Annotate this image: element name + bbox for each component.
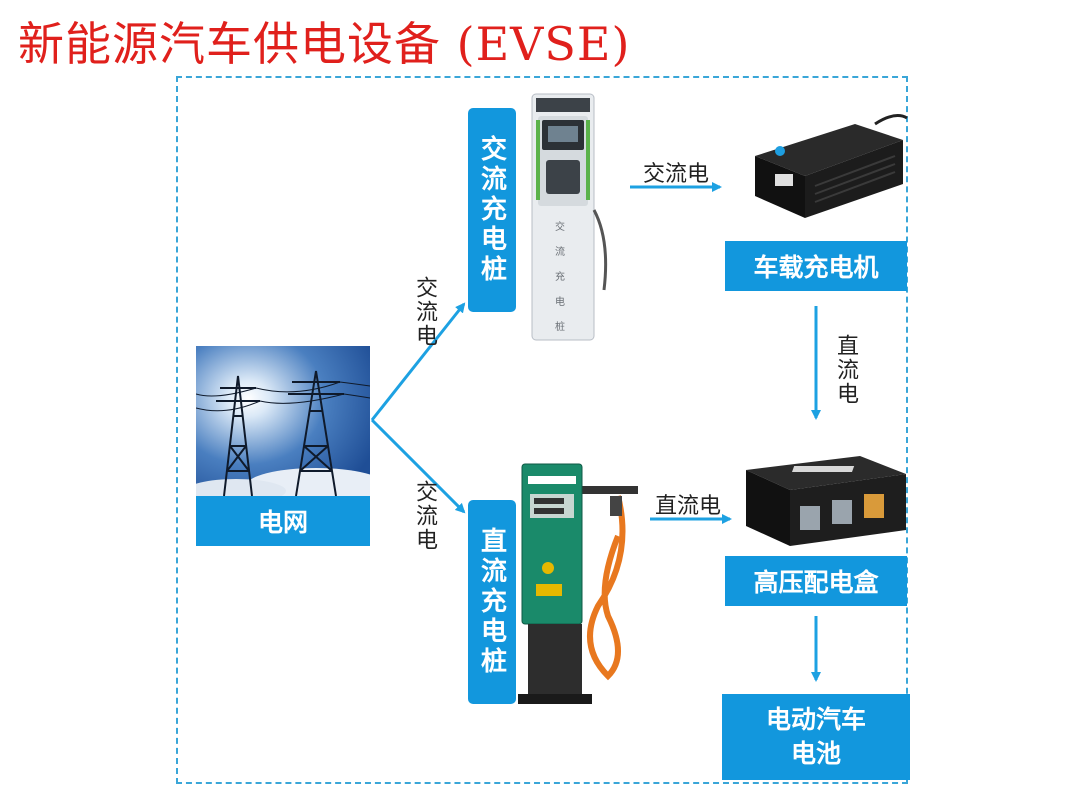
arrow-grid-to-dc (370, 418, 466, 514)
grid-label: 电网 (257, 508, 308, 537)
edge-label-grid-to-ac: 交流电 (412, 276, 437, 348)
ev-battery-label-line1: 电动汽车 (765, 705, 866, 734)
ac-pile-label-box: 交流充电桩 (468, 108, 516, 312)
svg-text:交: 交 (555, 220, 565, 233)
grid-label-box: 电网 (196, 496, 370, 546)
dc-pile-label-box: 直流充电桩 (468, 500, 516, 704)
ac-pile-label: 交流充电桩 (476, 135, 507, 285)
edge-label-grid-to-dc: 交流电 (412, 480, 437, 552)
onboard-charger-label: 车载充电机 (753, 253, 879, 282)
ev-battery-box: 电动汽车 电池 (722, 694, 910, 780)
edge-label-charger-to-box: 直流电 (833, 334, 858, 406)
dc-charging-pile-image (518, 456, 642, 706)
ev-battery-label-line2: 电池 (790, 739, 841, 768)
onboard-charger-label-box: 车载充电机 (725, 241, 907, 291)
svg-text:电: 电 (555, 295, 565, 308)
dc-pile-label: 直流充电桩 (476, 527, 507, 677)
hv-box-label: 高压配电盒 (753, 568, 879, 597)
ac-charging-pile-image: 交 流 充 电 桩 (518, 90, 618, 342)
edge-label-dc-to-box: 直流电 (655, 494, 722, 519)
arrow-grid-to-ac (370, 302, 466, 421)
hv-box-label-box: 高压配电盒 (725, 556, 907, 606)
hv-distribution-box-image (740, 450, 910, 550)
svg-text:流: 流 (555, 245, 565, 258)
edge-label-ac-to-charger: 交流电 (643, 162, 710, 187)
onboard-charger-image (745, 106, 909, 224)
svg-text:桩: 桩 (555, 320, 565, 333)
diagram-frame (176, 76, 908, 784)
page-title: 新能源汽车供电设备 (EVSE) (18, 17, 631, 71)
svg-text:充: 充 (555, 270, 565, 283)
